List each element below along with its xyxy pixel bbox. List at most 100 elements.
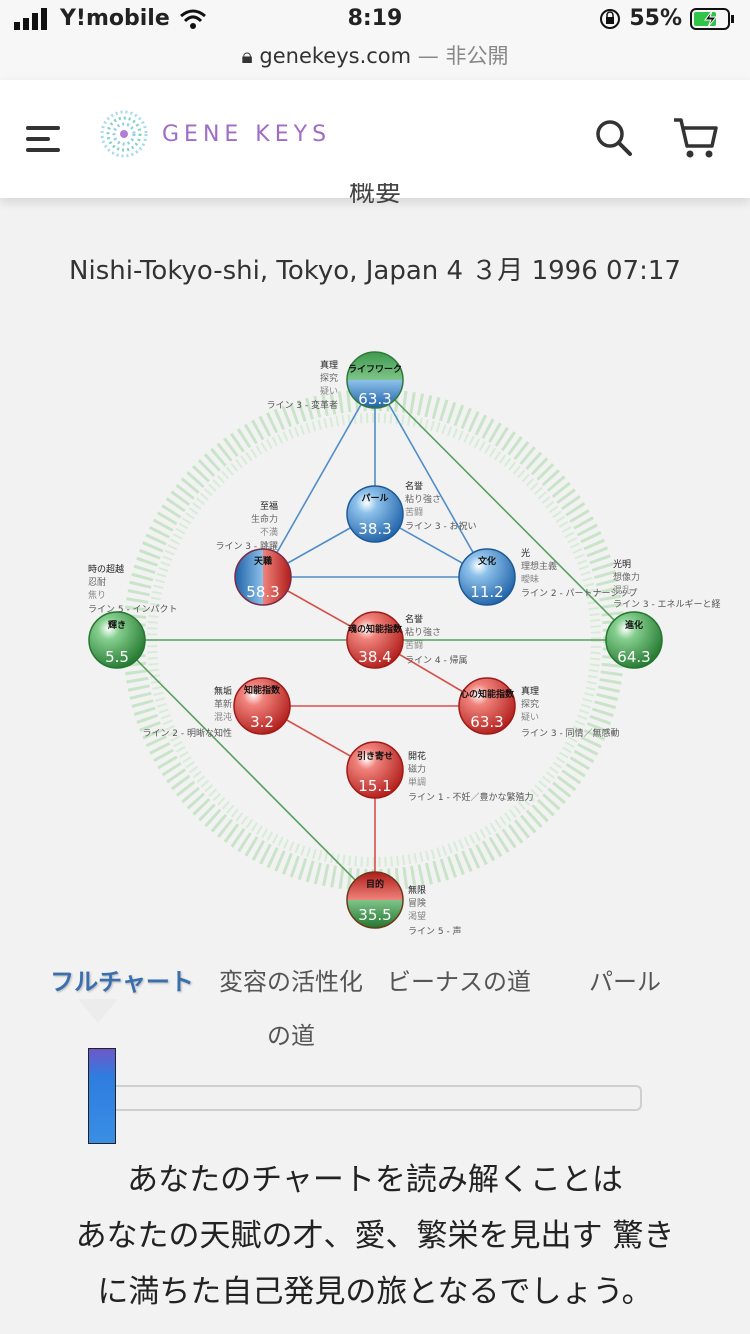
- site-header: GENE KEYS: [0, 80, 750, 198]
- node-attraction[interactable]: 引き寄せ 15.1 開花 磁力 単調 ライン 1 - 不妊／豊かな繁殖力: [346, 741, 534, 803]
- node-note: ライン 3 - 変革者: [266, 399, 338, 411]
- node-note: 疑い: [521, 712, 539, 723]
- node-label: 進化: [625, 619, 643, 631]
- node-note: ライン 3 - 同情／無感動: [521, 727, 620, 739]
- lock-icon: 🔒︎: [241, 44, 253, 68]
- node-value: 35.5: [358, 906, 391, 924]
- chart-scroll-handle[interactable]: [88, 1048, 116, 1144]
- node-label: 魂の知能指数: [348, 623, 403, 635]
- address-bar[interactable]: 🔒︎ genekeys.com — 非公開: [0, 40, 750, 70]
- node-note: 忍耐: [88, 576, 106, 588]
- node-note: 冒険: [408, 898, 426, 909]
- node-note: ライン 3 - 跳躍: [215, 540, 278, 552]
- node-note: ライン 3 - お祝い: [405, 520, 477, 532]
- private-label: — 非公開: [417, 44, 509, 68]
- node-lifework[interactable]: ライフワーク 63.3 真理 探究 疑い ライン 3 - 変革者: [266, 351, 404, 411]
- hamburger-menu-icon[interactable]: [26, 124, 64, 154]
- birth-location-date: Nishi-Tokyo-shi, Tokyo, Japan 4 ３月 1996 …: [69, 256, 681, 286]
- carrier-label: Y!mobile: [60, 6, 170, 31]
- tab-full-chart[interactable]: フルチャート: [50, 968, 194, 996]
- node-label: 目的: [366, 878, 384, 890]
- tab-activation-sequence[interactable]: 変容の活性化の道: [214, 955, 368, 1063]
- node-culture[interactable]: 文化 11.2 光 理想主義 曖昧 ライン 2 - パートナーシップ: [458, 547, 637, 606]
- node-note: 生命力: [251, 513, 278, 525]
- node-note: ライン 5 - 声: [408, 925, 462, 937]
- node-note: 渇望: [408, 910, 426, 922]
- hologenetic-profile-chart: ライフワーク 63.3 真理 探究 疑い ライン 3 - 変革者 パール 38.…: [88, 351, 721, 937]
- node-note: 苦闘: [405, 506, 423, 518]
- node-note: ライン 2 - 明晰な知性: [142, 727, 232, 739]
- node-vocation[interactable]: 天職 58.3 至福 生命力 不満 ライン 3 - 跳躍: [215, 500, 292, 606]
- tab-venus-sequence[interactable]: ビーナスの道: [387, 968, 531, 996]
- node-note: 焦り: [88, 589, 106, 601]
- node-note: 名誉: [405, 480, 423, 492]
- node-note: 開花: [408, 750, 426, 762]
- node-note: 単調: [408, 776, 426, 788]
- node-note: ライン 3 - エネルギーと経: [613, 598, 721, 610]
- node-pearl[interactable]: パール 38.3 名誉 粘り強さ 苦闘 ライン 3 - お祝い: [346, 480, 477, 543]
- node-label: パール: [361, 492, 388, 504]
- search-icon[interactable]: [594, 118, 634, 158]
- node-label: 輝き: [108, 619, 126, 631]
- node-intelligence-quotient[interactable]: 知能指数 3.2 無垢 革新 混沌 ライン 2 - 明晰な知性: [142, 677, 291, 739]
- node-note: 理想主義: [521, 560, 557, 572]
- node-note: 不満: [260, 527, 278, 538]
- node-note: 光: [521, 547, 530, 559]
- node-label: 天職: [254, 555, 272, 567]
- node-note: 粘り強さ: [405, 626, 441, 638]
- node-note: ライン 1 - 不妊／豊かな繁殖力: [408, 791, 534, 803]
- node-value: 38.4: [358, 648, 391, 666]
- node-note: 無垢: [214, 685, 232, 697]
- node-note: ライン 2 - パートナーシップ: [521, 588, 637, 599]
- node-label: 心の知能指数: [460, 688, 515, 700]
- browser-status-bar: Y!mobile 8:19 55% 🔒︎ genekeys.com — 非公開: [0, 0, 750, 81]
- message-line: あなたの天賦の才、愛、繁栄を見出す 驚き: [75, 1218, 675, 1254]
- node-note: 至福: [260, 500, 278, 512]
- node-value: 3.2: [250, 713, 274, 731]
- node-note: 疑い: [320, 386, 338, 397]
- node-purpose[interactable]: 目的 35.5 無限 冒険 渇望 ライン 5 - 声: [346, 871, 462, 937]
- node-note: ライン 5 - インパクト: [88, 604, 178, 615]
- message-line: あなたのチャートを読み解くことは: [127, 1162, 623, 1198]
- intro-message: あなたのチャートを読み解くことは あなたの天賦の才、愛、繁栄を見出す 驚き に満…: [0, 1152, 750, 1320]
- node-label: 文化: [477, 555, 496, 567]
- node-evolution[interactable]: 進化 64.3 光明 想像力 混乱 ライン 3 - エネルギーと経: [605, 558, 721, 669]
- cart-icon[interactable]: [672, 116, 720, 160]
- logo-mandala-icon: [100, 110, 148, 158]
- node-note: 磁力: [408, 763, 426, 775]
- node-value: 38.3: [358, 520, 391, 538]
- node-value: 63.3: [470, 713, 503, 731]
- battery-percent: 55%: [629, 6, 682, 31]
- node-note: 曖昧: [521, 573, 539, 585]
- node-label: 知能指数: [243, 684, 281, 696]
- orientation-lock-icon: [600, 8, 621, 29]
- node-emotional-quotient[interactable]: 心の知能指数 63.3 真理 探究 疑い ライン 3 - 同情／無感動: [458, 677, 620, 739]
- node-value: 11.2: [470, 583, 503, 601]
- clock: 8:19: [347, 6, 403, 31]
- node-note: 苦闘: [405, 639, 423, 651]
- node-note: 無限: [408, 884, 426, 896]
- node-value: 15.1: [358, 777, 391, 795]
- node-radiance[interactable]: 輝き 5.5 時の超越 忍耐 焦り ライン 5 - インパクト: [88, 563, 178, 669]
- tab-label: 変容の活性化の道: [219, 968, 363, 1050]
- wifi-icon: [179, 9, 206, 29]
- chart-scroll-track[interactable]: [88, 1085, 642, 1111]
- node-label: ライフワーク: [348, 364, 402, 375]
- status-right: 55%: [599, 6, 736, 31]
- page-title: 概要: [348, 183, 401, 203]
- active-tab-indicator-icon: [78, 999, 118, 1023]
- node-note: 真理: [320, 359, 338, 371]
- node-note: 混沌: [214, 711, 232, 723]
- gene-keys-logo[interactable]: GENE KEYS: [100, 110, 331, 158]
- node-note: 探究: [320, 372, 338, 384]
- url-text: genekeys.com: [259, 44, 412, 68]
- node-note: 真理: [521, 685, 539, 697]
- node-note: ライン 4 - 帰属: [405, 654, 468, 666]
- node-note: 想像力: [613, 571, 640, 583]
- node-note: 混乱: [613, 585, 631, 596]
- tab-pearl-sequence[interactable]: パール: [589, 968, 661, 996]
- node-spiritual-quotient[interactable]: 魂の知能指数 38.4 名誉 粘り強さ 苦闘 ライン 4 - 帰属: [346, 611, 468, 669]
- node-value: 64.3: [617, 648, 650, 666]
- battery-charging-icon: [690, 7, 734, 30]
- node-label: 引き寄せ: [357, 750, 393, 762]
